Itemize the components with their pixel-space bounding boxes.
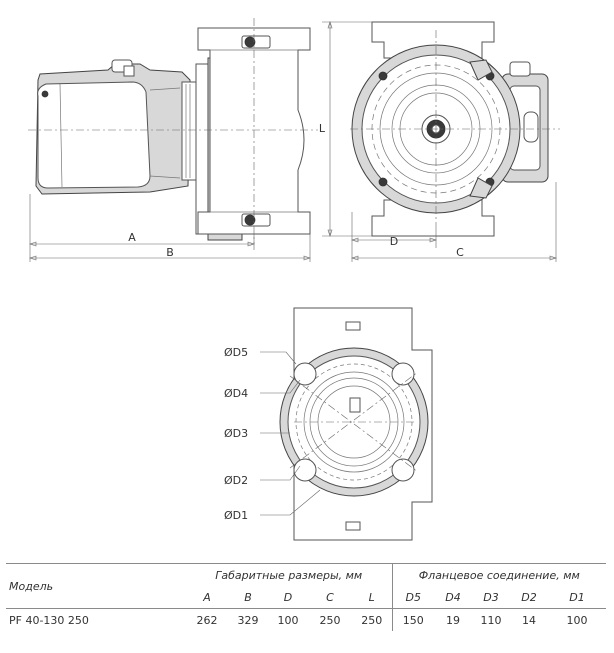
header-model: Модель: [6, 563, 186, 609]
col-header: D1: [548, 586, 606, 609]
label-diameter-d1: ØD1: [224, 509, 248, 522]
label-diameter-d2: ØD2: [224, 474, 248, 487]
pump-front-view: L D C: [319, 21, 560, 262]
col-header: C: [308, 586, 352, 609]
col-header: A: [186, 586, 228, 609]
header-flange-connection: Фланцевое соединение, мм: [391, 563, 606, 586]
label-dimension-a: A: [128, 231, 136, 244]
label-diameter-d5: ØD5: [224, 346, 248, 359]
pump-side-view: A B: [28, 18, 318, 262]
table-cell: 262: [196, 613, 218, 627]
table-row: PF 40-130 250 262 329 100 250 250 150 19…: [6, 608, 606, 631]
dimensions-table: Модель Габаритные размеры, мм Фланцевое …: [6, 563, 606, 631]
label-diameter-d4: ØD4: [224, 387, 248, 400]
label-dimension-d: D: [390, 235, 398, 248]
pump-technical-drawing: A B L: [28, 18, 560, 541]
table-cell: 110: [480, 613, 502, 627]
col-header: B: [228, 586, 268, 609]
table-cell: 100: [566, 613, 588, 627]
table-cell: 150: [391, 608, 434, 631]
label-diameter-d3: ØD3: [224, 427, 248, 440]
flange-view: ØD5 ØD4 ØD3 ØD2 ØD1: [224, 307, 433, 541]
table-cell: 14: [522, 613, 536, 627]
header-overall-dimensions: Габаритные размеры, мм: [186, 563, 392, 586]
table-cell: 19: [446, 613, 460, 627]
label-dimension-b: B: [166, 246, 174, 259]
col-header: L: [352, 586, 392, 609]
col-header: D3: [472, 586, 510, 609]
label-dimension-l: L: [319, 122, 326, 135]
table-cell: 250: [361, 613, 383, 627]
col-header: D5: [391, 586, 434, 609]
col-header: D: [268, 586, 308, 609]
col-header: D2: [510, 586, 548, 609]
table-cell: 100: [277, 613, 299, 627]
table-cell: 250: [319, 613, 341, 627]
cell-model: PF 40-130 250: [9, 613, 89, 627]
table-cell: 329: [237, 613, 259, 627]
col-header: D4: [434, 586, 472, 609]
label-dimension-c: C: [456, 246, 464, 259]
